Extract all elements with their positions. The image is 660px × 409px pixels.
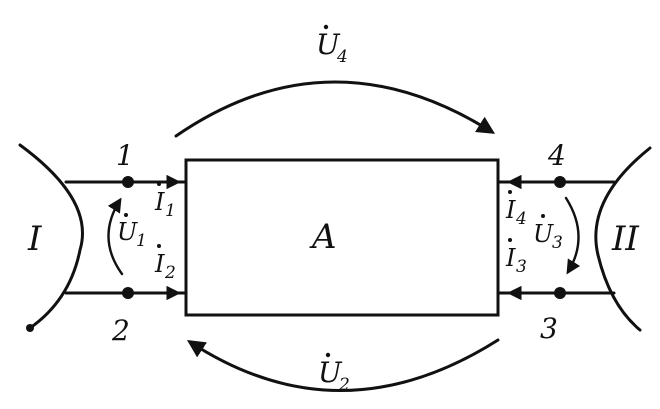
voltage-arrow-u3	[564, 196, 581, 275]
svg-text:1: 1	[165, 201, 176, 221]
voltage-label-u3: U 3	[533, 214, 563, 253]
svg-text:I: I	[154, 250, 165, 278]
svg-text:4: 4	[515, 209, 527, 229]
network-label: A	[309, 217, 337, 257]
voltage-arrow-u2	[186, 338, 500, 392]
svg-text:2: 2	[338, 375, 350, 395]
voltage-label-u1: U 1	[117, 213, 147, 251]
voltage-label-u4: U 4	[316, 24, 348, 67]
svg-text:U: U	[117, 218, 138, 246]
node-1-label: 1	[116, 139, 134, 172]
svg-text:3: 3	[516, 257, 527, 277]
svg-text:1: 1	[136, 231, 147, 251]
svg-text:U: U	[316, 28, 341, 61]
svg-text:I: I	[505, 196, 516, 224]
voltage-arrow-u1	[107, 197, 124, 276]
node-4-dot	[554, 176, 566, 188]
node-4-label: 4	[547, 139, 566, 172]
svg-text:I: I	[154, 188, 165, 216]
current-label-i4: I 4	[505, 190, 527, 229]
current-label-i1: I 1	[154, 182, 176, 221]
node-2-label: 2	[111, 314, 130, 347]
node-1-dot	[122, 176, 134, 188]
node-2-dot	[122, 287, 134, 299]
svg-text:U: U	[318, 356, 343, 389]
node-3-label: 3	[540, 312, 558, 345]
voltage-label-u2: U 2	[318, 352, 350, 395]
source-left-terminal	[26, 324, 34, 332]
svg-text:4: 4	[336, 47, 348, 67]
svg-text:U: U	[533, 220, 554, 248]
svg-text:3: 3	[552, 233, 563, 253]
network-box	[184, 158, 500, 317]
source-right-arc	[594, 146, 652, 332]
source-left-label: I	[27, 219, 42, 259]
voltage-arrow-u4	[174, 80, 496, 138]
current-label-i3: I 3	[505, 238, 527, 277]
svg-text:I: I	[505, 244, 516, 272]
svg-text:2: 2	[164, 263, 176, 283]
current-label-i2: I 2	[154, 244, 176, 283]
node-3-dot	[554, 287, 566, 299]
source-right-label: II	[611, 219, 639, 259]
source-left-arc	[18, 143, 84, 330]
